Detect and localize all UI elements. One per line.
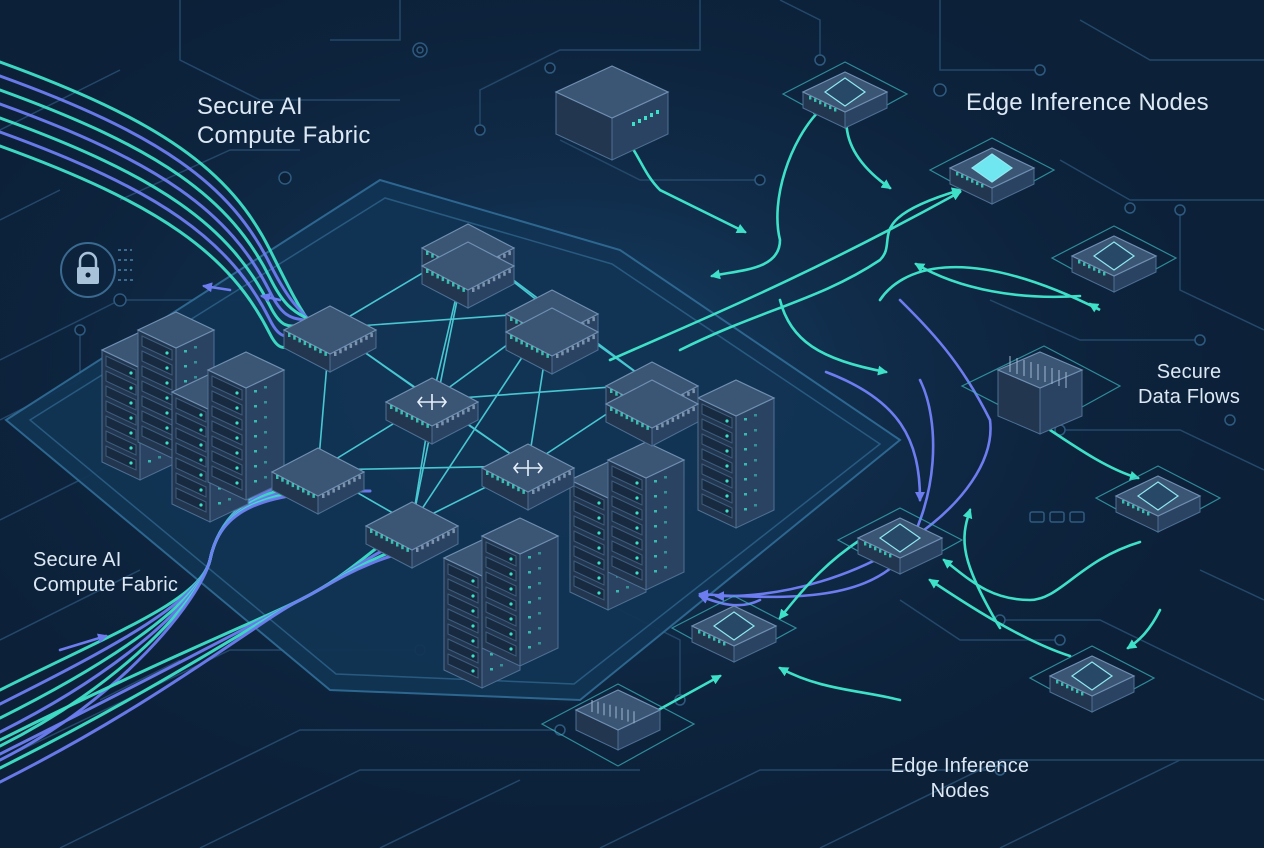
- chip-icon: [878, 523, 922, 553]
- chip-icon: [1070, 661, 1114, 691]
- chip-icon: [823, 77, 867, 107]
- server-rack-9: [480, 517, 560, 667]
- flow-arrow-icon: [678, 187, 962, 352]
- server-rack-5: [696, 379, 776, 529]
- flow-arrow-icon: [1048, 428, 1140, 481]
- core-switch-3b: [504, 307, 600, 375]
- flow-arrow-icon: [202, 282, 232, 293]
- flow-arrow-icon: [778, 666, 902, 702]
- appliance-bottom: [540, 683, 696, 767]
- server-rack-7: [606, 441, 686, 591]
- edge-node-7: [1028, 645, 1156, 713]
- router-icon: [416, 394, 448, 410]
- core-switch-7: [364, 501, 460, 569]
- flow-arrow-icon: [608, 190, 962, 362]
- flow-arrow-icon: [698, 594, 762, 607]
- core-switch-8b: [604, 379, 700, 447]
- flow-arrow-icon: [710, 108, 822, 280]
- flow-arrow-icon: [914, 262, 1082, 299]
- flow-arrow-icon: [928, 578, 1072, 658]
- edge-node-2: [928, 137, 1056, 205]
- core-switch-1: [282, 305, 378, 373]
- chip-icon: [1092, 241, 1136, 271]
- edge-node-3: [1050, 225, 1178, 293]
- edge-node-6: [670, 595, 798, 663]
- edge-node-5: [836, 507, 964, 575]
- appliance-server-top: [554, 65, 670, 161]
- flow-arrow-icon: [962, 508, 1002, 630]
- label-edge-inference-nodes-bottom: Edge Inference Nodes: [890, 755, 1030, 802]
- padlock-icon: [60, 242, 136, 298]
- flow-arrow-icon: [714, 298, 992, 602]
- edge-node-4: [1094, 465, 1222, 533]
- label-edge-inference-nodes-top: Edge Inference Nodes: [966, 89, 1209, 116]
- router-1: [384, 377, 480, 445]
- chip-icon: [712, 611, 756, 641]
- chip-icon: [970, 153, 1014, 183]
- server-rack-4: [206, 351, 286, 501]
- flow-arrow-icon: [260, 292, 282, 303]
- core-switch-5: [270, 447, 366, 515]
- router-icon: [512, 460, 544, 476]
- label-secure-ai-compute-fabric-top: Secure AI Compute Fabric: [197, 93, 371, 149]
- chip-icon: [1136, 481, 1180, 511]
- edge-node-1: [781, 61, 909, 129]
- network-devices: [100, 61, 1222, 767]
- label-secure-ai-compute-fabric-left: Secure AI Compute Fabric: [33, 549, 179, 596]
- router-2: [480, 443, 576, 511]
- flow-arrow-icon: [942, 540, 1142, 602]
- flow-arrow-icon: [58, 633, 108, 652]
- flow-arrow-icon: [778, 298, 888, 376]
- storage-appliance: [960, 345, 1122, 435]
- fiber-bundle-bottom-left-2: [0, 528, 444, 784]
- flow-arrow-icon: [824, 370, 925, 502]
- label-secure-data-flows: Secure Data Flows: [1137, 361, 1241, 408]
- circuit-pads: [1029, 511, 1085, 523]
- core-switch-2b: [420, 241, 516, 309]
- flow-arrow-icon: [1126, 608, 1162, 650]
